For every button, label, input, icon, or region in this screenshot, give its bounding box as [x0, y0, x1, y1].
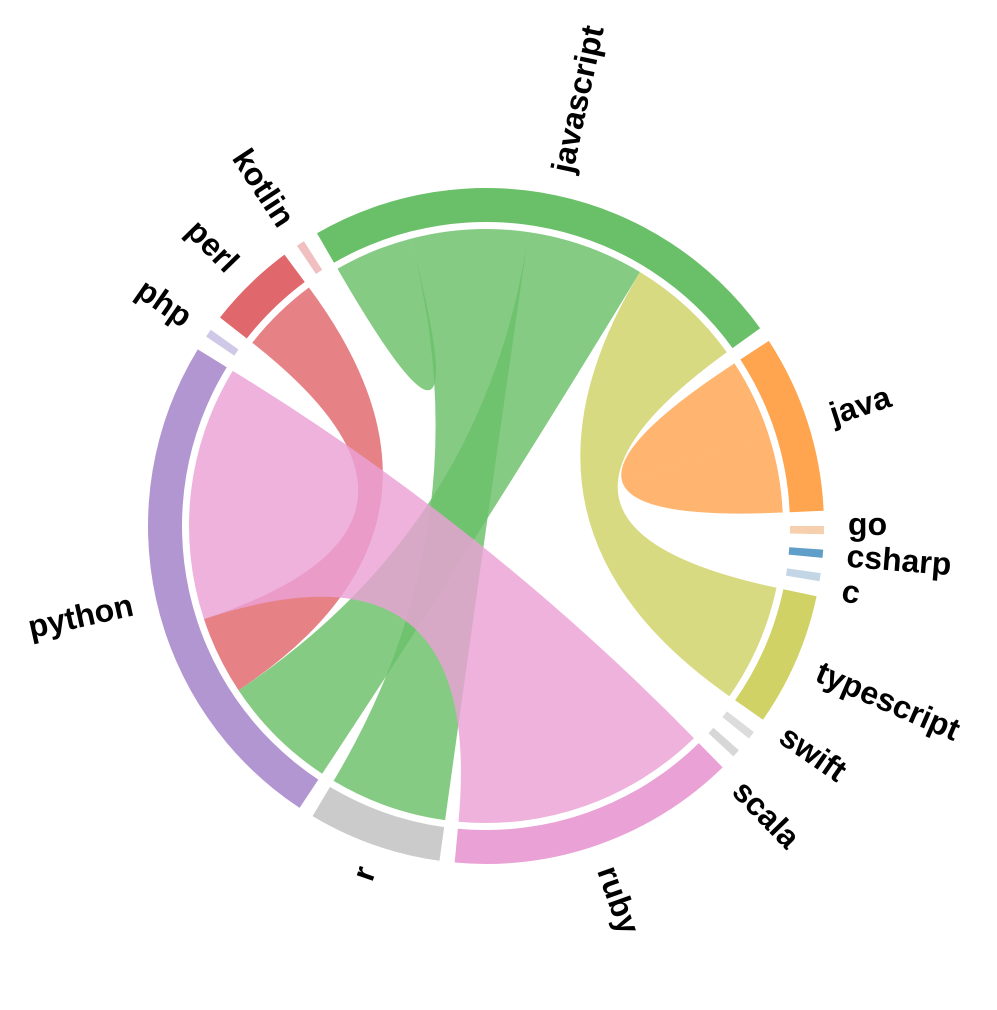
group-arc-swift[interactable] [722, 711, 754, 739]
group-arc-kotlin[interactable] [296, 241, 323, 274]
group-label-java: java [824, 378, 895, 432]
group-label-r: r [345, 861, 383, 885]
group-label-javascript: javascript [544, 22, 611, 177]
group-label-kotlin: kotlin [225, 142, 302, 233]
group-arc-c[interactable] [785, 568, 821, 582]
group-arc-go[interactable] [789, 526, 824, 535]
group-label-csharp: csharp [845, 538, 953, 582]
group-arc-scala[interactable] [708, 727, 739, 757]
group-label-typescript: typescript [811, 654, 966, 748]
chord-javascript-javascript [337, 238, 437, 391]
group-arc-java[interactable] [740, 340, 824, 513]
chord-typescript-javascript [580, 272, 777, 697]
group-arc-javascript[interactable] [317, 187, 761, 349]
group-label-perl: perl [180, 212, 247, 279]
group-label-go: go [848, 506, 887, 542]
group-arc-python[interactable] [148, 349, 319, 808]
group-arc-r[interactable] [312, 786, 445, 861]
group-label-python: python [25, 587, 137, 645]
group-arc-php[interactable] [206, 329, 239, 356]
group-label-swift: swift [773, 718, 854, 789]
group-label-ruby: ruby [590, 861, 647, 939]
group-arc-typescript[interactable] [735, 589, 817, 720]
group-label-php: php [130, 271, 199, 334]
chord-python-ruby [189, 370, 694, 823]
chord-java-java [621, 363, 783, 514]
chord-javascript-python [238, 232, 640, 774]
group-label-scala: scala [726, 773, 808, 856]
group-arc-ruby[interactable] [454, 743, 723, 865]
group-label-c: c [839, 572, 863, 611]
group-arc-csharp[interactable] [788, 547, 824, 558]
group-arc-perl[interactable] [219, 254, 305, 339]
